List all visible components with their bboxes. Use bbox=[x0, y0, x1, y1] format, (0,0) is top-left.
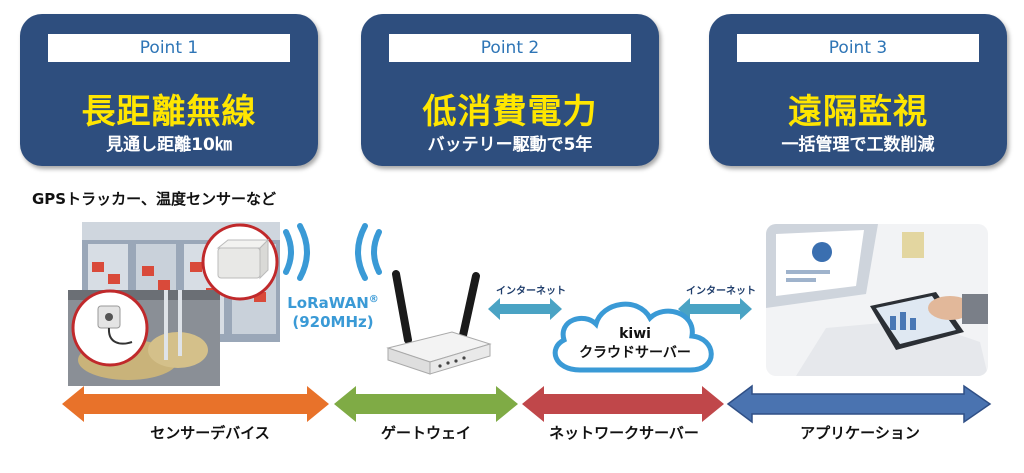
point-title: 低消費電力 bbox=[422, 92, 598, 132]
internet-label-1: インターネット bbox=[496, 286, 566, 297]
cloud-subtitle: クラウドサーバー bbox=[579, 345, 691, 361]
tablet-laptop-image bbox=[766, 224, 988, 376]
lorawan-label: LoRaWAN® (920MHz) bbox=[278, 290, 388, 332]
point-title: 遠隔監視 bbox=[788, 92, 928, 132]
point-label: Point 3 bbox=[737, 34, 979, 62]
application-photo bbox=[766, 224, 988, 376]
internet-arrow-2 bbox=[678, 298, 752, 320]
gateway-device-icon bbox=[386, 270, 492, 375]
stage-label-application: アプリケーション bbox=[800, 424, 920, 442]
point-card-3: Point 3 遠隔監視 一括管理で工数削減 bbox=[709, 14, 1007, 166]
lorawan-frequency: (920MHz) bbox=[292, 313, 374, 331]
point-title: 長距離無線 bbox=[81, 92, 257, 132]
registered-mark: ® bbox=[368, 294, 379, 305]
point-subtitle: 見通し距離10㎞ bbox=[106, 135, 232, 155]
point-card-2: Point 2 低消費電力 バッテリー駆動で5年 bbox=[361, 14, 659, 166]
stage-label-sensor: センサーデバイス bbox=[150, 424, 270, 442]
point-subtitle: バッテリー駆動で5年 bbox=[427, 135, 593, 155]
point-label: Point 1 bbox=[48, 34, 290, 62]
stage-arrow-gateway bbox=[334, 386, 518, 422]
stage-arrows bbox=[62, 384, 992, 424]
point-subtitle: 一括管理で工数削減 bbox=[781, 135, 935, 155]
sensor-box-icon bbox=[201, 223, 279, 301]
internet-label-2: インターネット bbox=[686, 286, 756, 297]
lorawan-name: LoRaWAN bbox=[287, 294, 369, 312]
point-label: Point 2 bbox=[389, 34, 631, 62]
cloud-server-icon bbox=[552, 301, 714, 373]
stage-arrow-network bbox=[522, 386, 724, 422]
cloud-label: kiwi クラウドサーバー bbox=[560, 325, 710, 363]
point-card-1: Point 1 長距離無線 見通し距離10㎞ bbox=[20, 14, 318, 166]
stage-arrow-application bbox=[726, 384, 992, 424]
radio-wave-right-icon bbox=[355, 223, 382, 281]
temperature-probe-icon bbox=[71, 289, 149, 367]
stage-label-gateway: ゲートウェイ bbox=[380, 424, 471, 442]
stage-arrow-sensor bbox=[62, 386, 329, 422]
internet-arrow-1 bbox=[488, 298, 562, 320]
sensor-caption: GPSトラッカー、温度センサーなど bbox=[32, 190, 276, 208]
radio-wave-left-icon bbox=[283, 223, 310, 281]
stage-label-network: ネットワークサーバー bbox=[549, 424, 699, 442]
cloud-name: kiwi bbox=[619, 326, 651, 342]
